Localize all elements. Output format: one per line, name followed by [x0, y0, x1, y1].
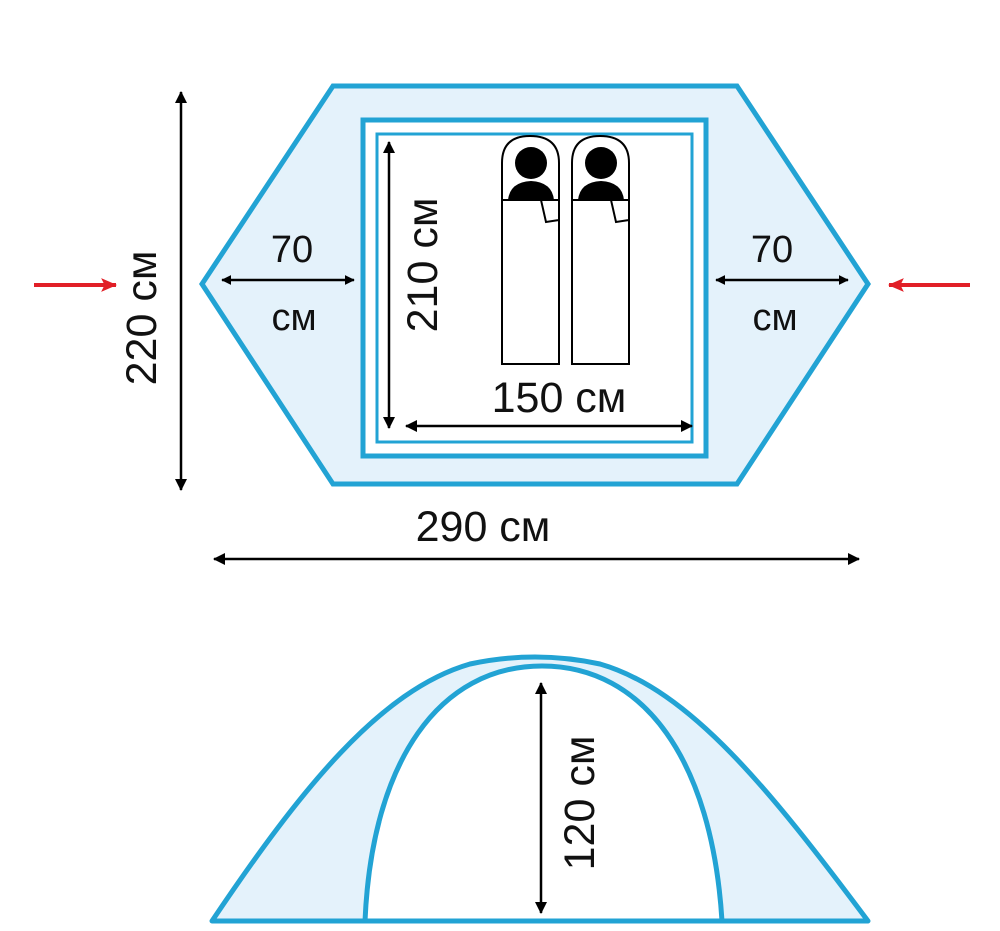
inner-tent-inner-line [375, 132, 694, 444]
sleeping-bag-left [501, 134, 560, 365]
right-vestibule-value: 70 [751, 229, 793, 271]
left-vestibule-unit: см [271, 297, 316, 339]
height-label: 120 см [556, 736, 604, 871]
person-shoulders-icon [508, 181, 554, 200]
right-vestibule-unit: см [752, 297, 797, 339]
person-head-icon [515, 147, 547, 179]
left-vestibule-value: 70 [271, 229, 313, 271]
top-view: 220 см 290 см 70 см 70 см 210 см 150 см [34, 83, 970, 565]
sleeping-bag-right [571, 134, 630, 365]
inner-width-label: 150 см [492, 374, 627, 422]
inner-length-label: 210 см [399, 198, 447, 333]
side-view: 120 см [209, 654, 871, 924]
person-head-icon [585, 147, 617, 179]
folded-corner-icon [609, 199, 630, 224]
overall-depth-label: 220 см [118, 251, 166, 386]
folded-corner-icon [539, 199, 560, 224]
person-shoulders-icon [578, 181, 624, 200]
overall-width-label: 290 см [416, 503, 551, 551]
